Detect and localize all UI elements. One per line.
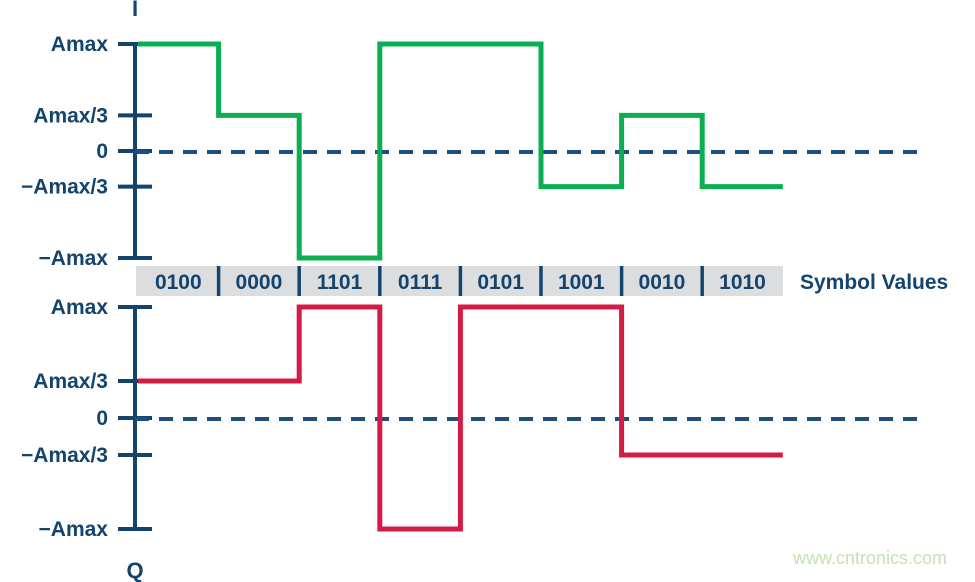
i-axis-name: I xyxy=(132,0,138,21)
tick-label: 0 xyxy=(96,140,108,163)
symbol-separators xyxy=(216,266,704,296)
symbol-value-0111: 0111 xyxy=(398,271,443,294)
i-waveform-trace xyxy=(138,41,783,261)
symbol-values-caption: Symbol Values xyxy=(800,271,948,294)
tick-label: Amax xyxy=(51,33,109,56)
q-axis-name: Q xyxy=(126,558,143,582)
tick-label: −Amax/3 xyxy=(21,444,108,467)
symbol-value-1010: 1010 xyxy=(719,271,766,294)
symbol-value-0101: 0101 xyxy=(477,271,524,294)
tick-label: Amax/3 xyxy=(33,104,108,127)
tick-label: 0 xyxy=(96,407,108,430)
symbol-band-group: 0100 0000 1101 0111 0101 1001 0010 1010 Symbol … xyxy=(155,266,948,296)
watermark-label: www.cntronics.com xyxy=(792,548,947,568)
tick-label: Amax xyxy=(51,296,109,319)
symbol-value-0100: 0100 xyxy=(155,271,202,294)
tick-label: −Amax/3 xyxy=(21,176,108,199)
symbol-value-1001: 1001 xyxy=(558,271,605,294)
tick-label: Amax/3 xyxy=(33,370,108,393)
symbol-value-0010: 0010 xyxy=(639,271,686,294)
tick-label: −Amax xyxy=(39,247,109,270)
q-waveform-trace xyxy=(138,304,783,532)
tick-label: −Amax xyxy=(39,518,109,541)
symbol-value-0000: 0000 xyxy=(236,271,283,294)
symbol-value-labels: 0100 0000 1101 0111 0101 1001 0010 1010 xyxy=(155,271,766,294)
symbol-value-1101: 1101 xyxy=(317,271,363,294)
